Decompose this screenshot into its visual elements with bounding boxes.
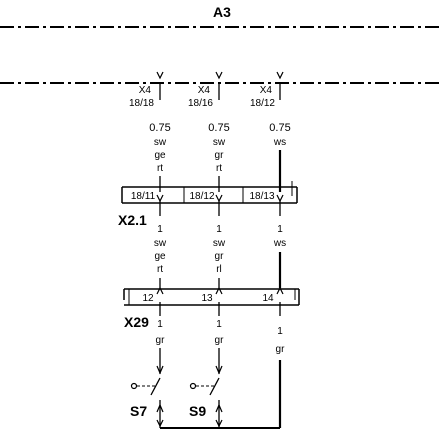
x21-lower-pin-1: 1 [157,224,163,235]
wire-color-2a: sw [213,137,226,148]
switch-s9-label: S9 [189,403,206,419]
x21-pin-3: 18/13 [249,191,274,202]
connector-pin-3: 18/12 [250,98,275,109]
wire-1 [156,71,164,316]
mid-color-1a: sw [154,238,167,249]
wire-color-1c: rt [157,163,163,174]
wire-2 [215,71,223,316]
terminal-block-x29 [123,288,300,306]
connector-pin-2: 18/16 [188,98,213,109]
wire-color-3a: ws [273,137,286,148]
switch-s7 [130,348,164,428]
switch-s9 [189,348,223,428]
connector-pin-1: 18/18 [129,98,154,109]
mid-color-2c: rl [216,264,222,275]
wire-size-3: 0.75 [269,122,290,134]
mid-color-2b: gr [215,251,225,262]
x29-lower-pin-3: 1 [277,326,283,337]
mid-color-3a: ws [273,238,286,249]
wire-color-1b: ge [154,150,166,161]
x29-pin-3: 14 [262,293,274,304]
wire-color-1a: sw [154,137,167,148]
wire-color-2c: rt [216,163,222,174]
bottom-color-2: gr [215,335,225,346]
connector-label-3: X4 [260,85,273,96]
wire-3 [276,71,284,428]
x21-lower-pin-2: 1 [216,224,222,235]
mid-color-2a: sw [213,238,226,249]
wire-color-2b: gr [215,150,225,161]
x21-pin-1: 18/11 [131,191,156,202]
switch-s7-label: S7 [130,403,147,419]
wire-size-2: 0.75 [208,122,229,134]
x29-lower-pin-2: 1 [216,319,222,330]
mid-color-1b: ge [154,251,166,262]
x21-label: X2.1 [118,212,147,228]
x29-label: X29 [124,314,149,330]
terminal-block-x21 [121,181,298,204]
bottom-color-1: gr [156,335,166,346]
x29-lower-pin-1: 1 [157,319,163,330]
x29-pin-2: 13 [201,293,213,304]
connector-label-1: X4 [139,85,152,96]
connector-label-2: X4 [198,85,211,96]
x21-lower-pin-3: 1 [277,224,283,235]
x29-pin-1: 12 [142,293,154,304]
bottom-color-3: gr [276,344,286,355]
x21-pin-2: 18/12 [189,191,214,202]
module-title: A3 [213,4,231,20]
wire-size-1: 0.75 [149,122,170,134]
mid-color-1c: rt [157,264,163,275]
